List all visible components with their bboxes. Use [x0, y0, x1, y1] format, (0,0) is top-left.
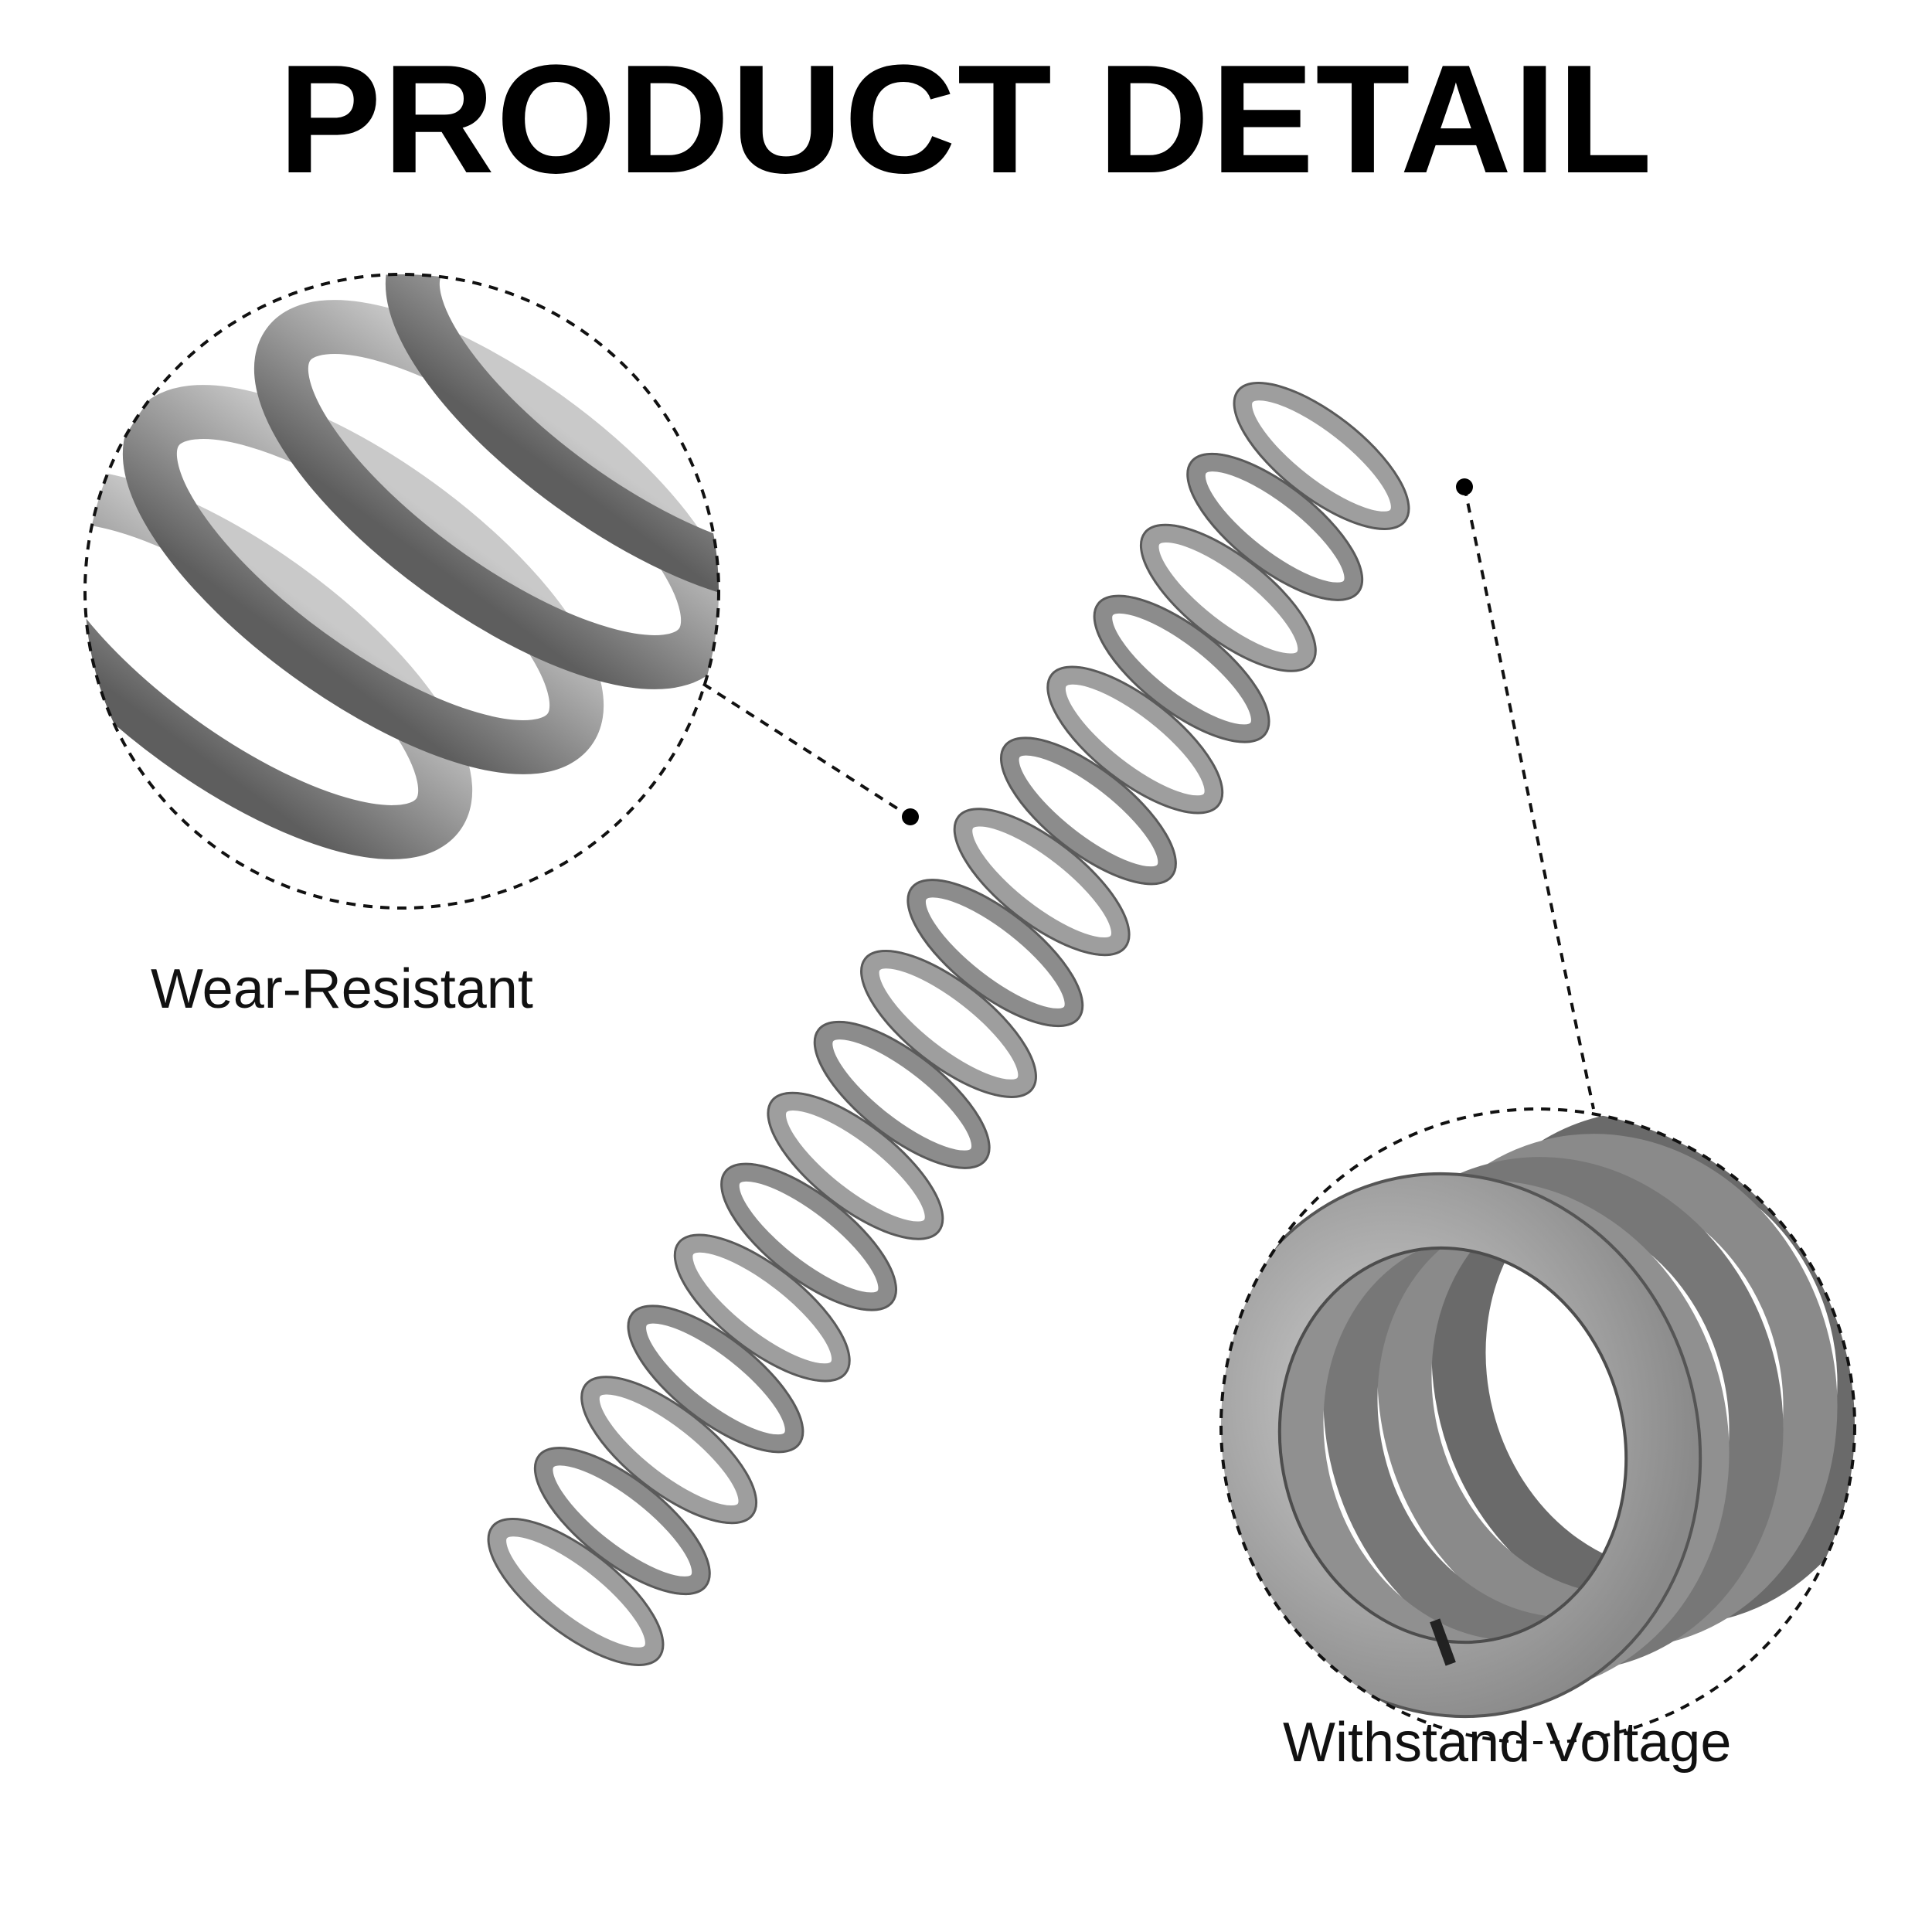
- leader-line-right: [1456, 478, 1595, 1110]
- wear-resistant-label: Wear-Resistant: [151, 958, 533, 1020]
- leader-line-left: [702, 682, 919, 825]
- compression-spring-icon: [487, 382, 1410, 1666]
- withstand-voltage-label: Withstand Voltage: [1283, 1712, 1732, 1774]
- spring-coil-closeup-icon: [83, 273, 720, 910]
- spring-end-closeup-icon: [1219, 1107, 1856, 1744]
- page-title: PRODUCT DETAIL: [278, 33, 1654, 206]
